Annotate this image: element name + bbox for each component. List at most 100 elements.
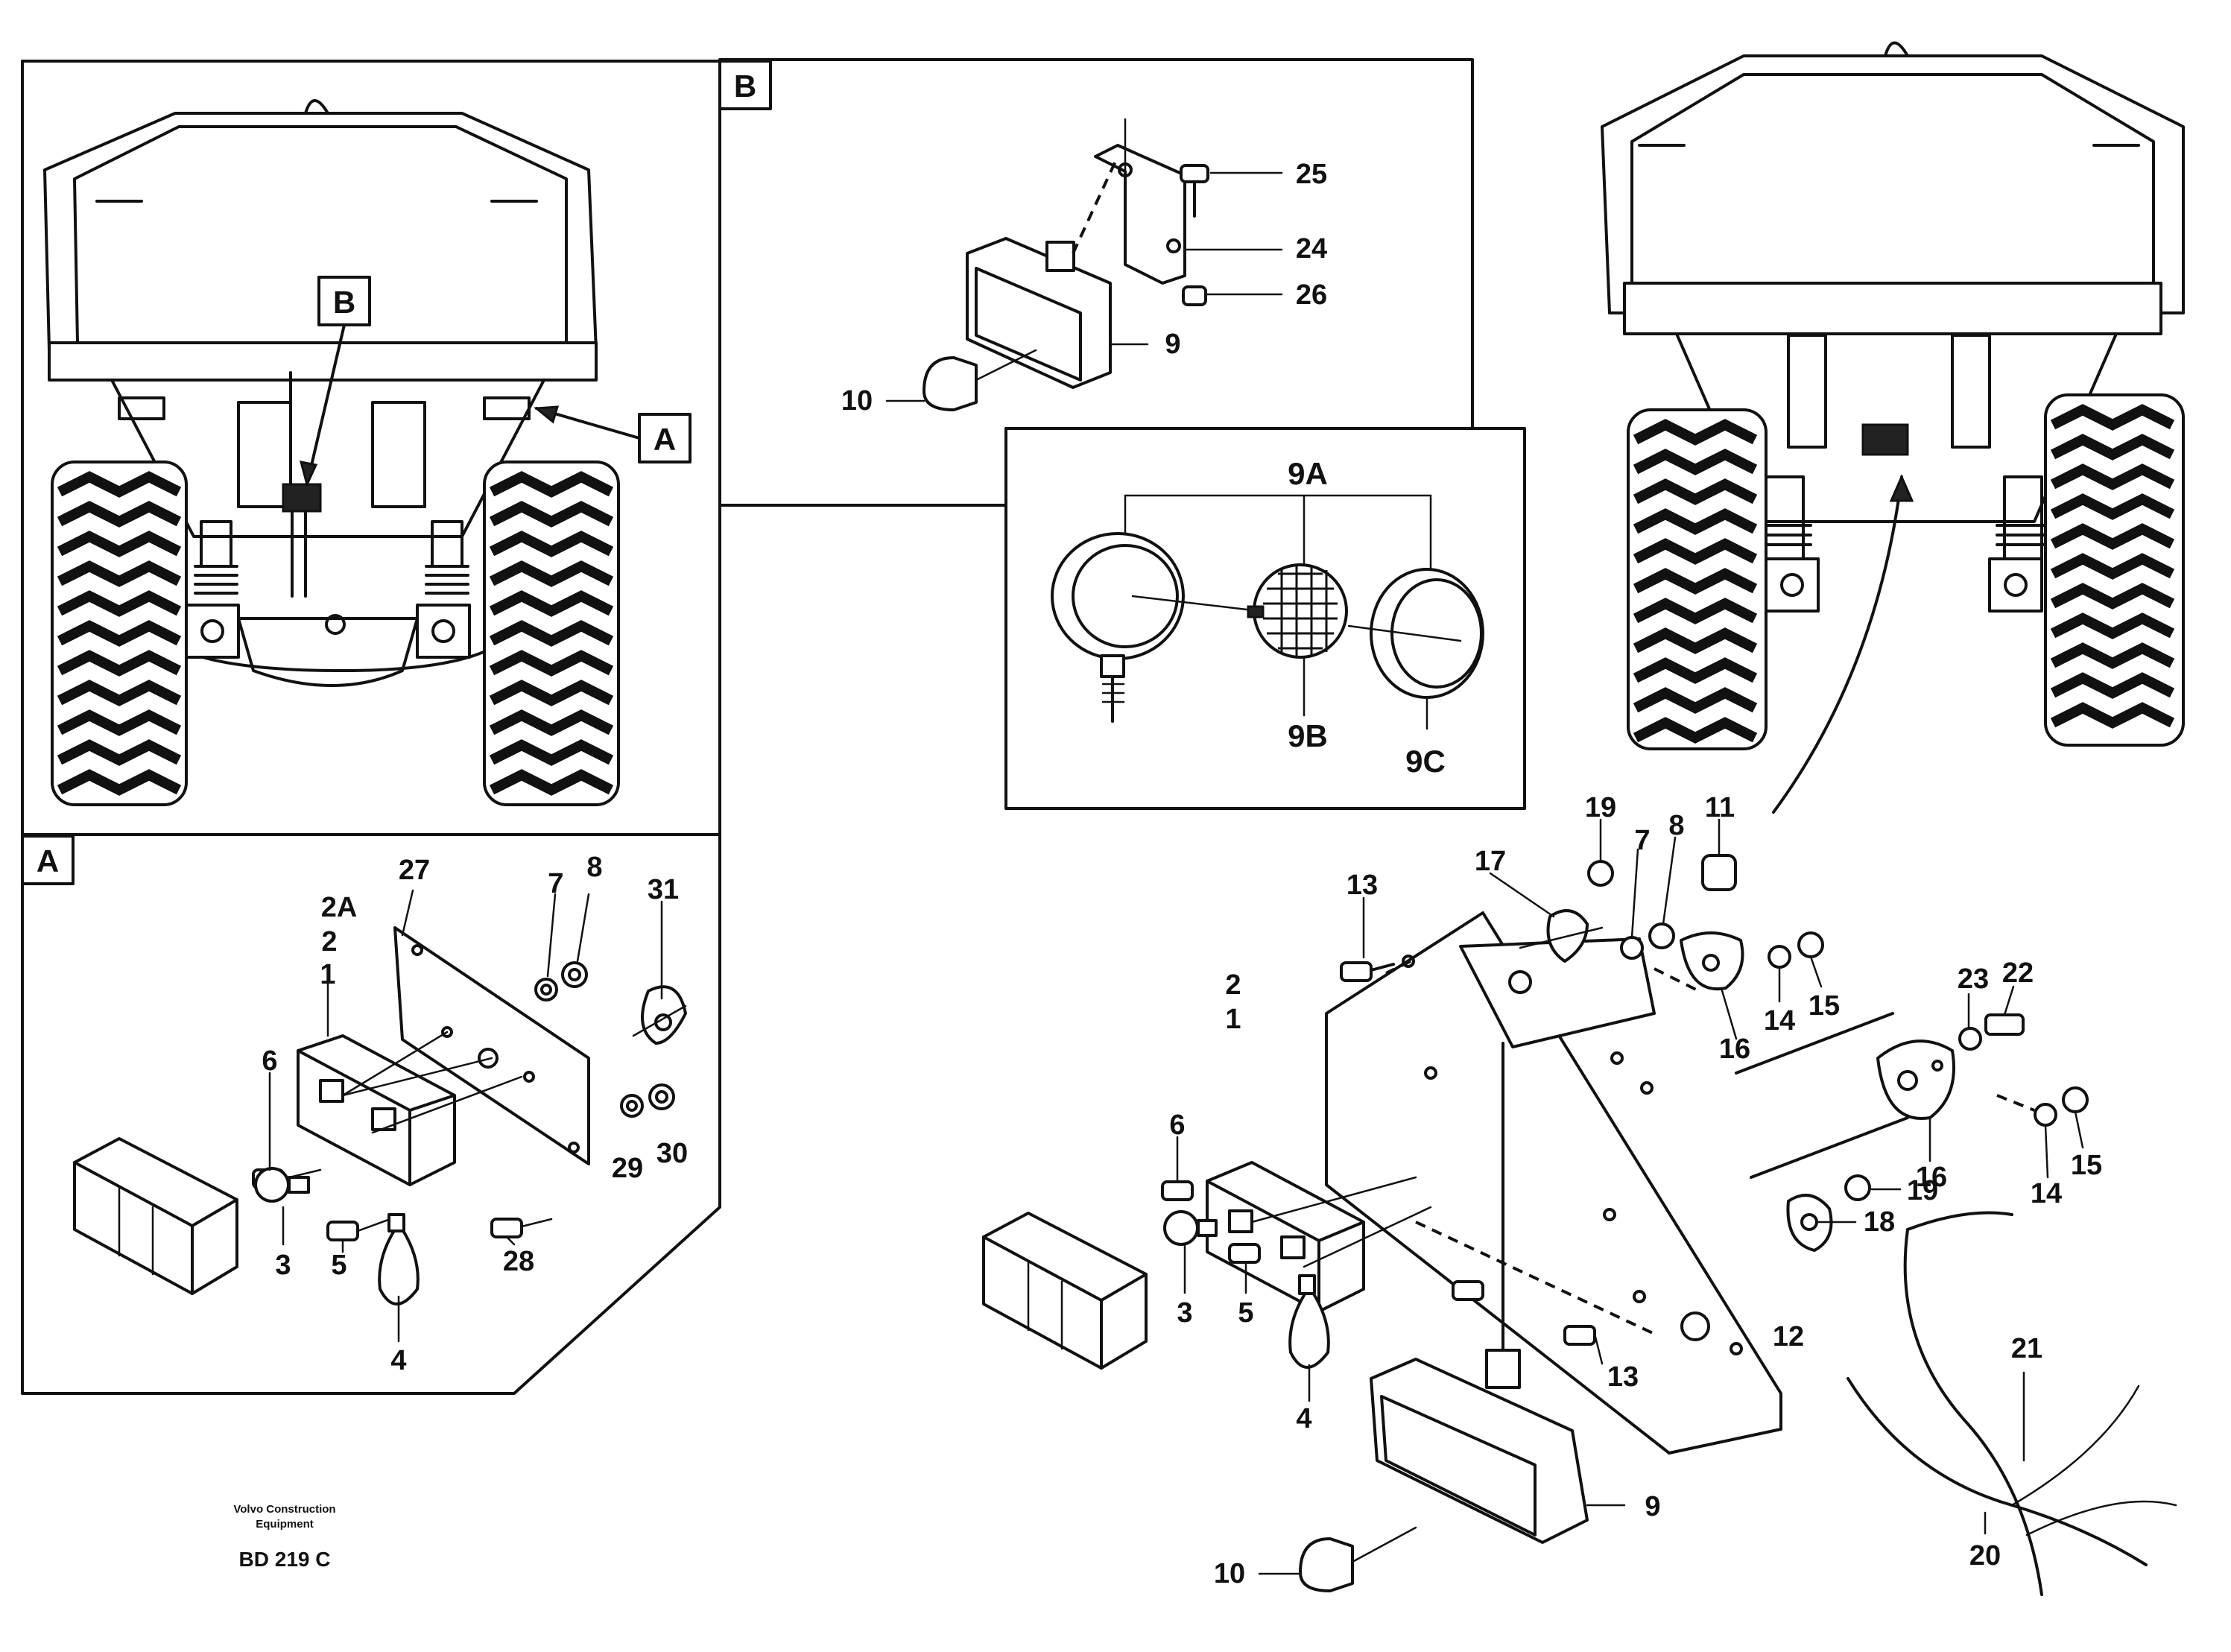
- label-29: 29: [612, 1153, 643, 1184]
- label-11: 11: [1705, 792, 1735, 823]
- bolt-plate-mid: [1452, 1280, 1484, 1301]
- label-12: 12: [1773, 1321, 1804, 1352]
- label-5-main: 5: [1238, 1297, 1253, 1329]
- callout-a-label: A: [654, 422, 676, 457]
- label-9c: 9C: [1405, 744, 1446, 779]
- mounting-plate-12: [1325, 911, 1782, 1455]
- bulb-10-main: [1299, 1537, 1354, 1592]
- label-24: 24: [1296, 233, 1327, 265]
- label-9-b: 9: [1165, 329, 1180, 360]
- label-22: 22: [2002, 958, 2034, 989]
- work-lamp-9-main: [1370, 1358, 1589, 1544]
- footer-block: Volvo Construction Equipment BD 219 C: [233, 1503, 335, 1571]
- label-19-top: 19: [1585, 792, 1616, 823]
- washer-7-main: [1620, 936, 1644, 960]
- label-9a: 9A: [1288, 456, 1328, 491]
- label-4-a: 4: [390, 1345, 406, 1376]
- label-1-a: 1: [320, 959, 335, 990]
- label-16-upper: 16: [1719, 1034, 1750, 1065]
- bulb-3: [254, 1167, 290, 1203]
- mounting-plate-27: [393, 926, 590, 1165]
- panel-a-tag: A: [37, 844, 59, 879]
- bolt-25: [1180, 164, 1209, 183]
- reflector-9a: [1253, 563, 1348, 659]
- label-30: 30: [656, 1138, 688, 1169]
- washer-23: [1958, 1027, 1982, 1051]
- nut-26: [1182, 285, 1207, 306]
- bulb-3-main: [1163, 1210, 1199, 1246]
- nut-8-main: [1648, 922, 1675, 949]
- bracket-24: [1094, 144, 1186, 285]
- label-10-b: 10: [841, 385, 873, 417]
- bolt-13-lower: [1563, 1325, 1596, 1346]
- label-31: 31: [648, 874, 679, 905]
- label-2a-a: 2A: [321, 892, 358, 923]
- label-14-lower: 14: [2031, 1178, 2062, 1209]
- bulb-10-b: [923, 356, 978, 411]
- drawing-code: BD 219 C: [239, 1548, 331, 1571]
- label-5-a: 5: [331, 1250, 346, 1281]
- detail-lamp-breakdown-panel: 9A 9B 9C: [1004, 427, 1526, 810]
- bolt-22: [1984, 1013, 2025, 1036]
- tyre-right: [483, 461, 620, 806]
- rim-9c: [1370, 568, 1484, 699]
- panel-b-tag: B: [734, 69, 756, 104]
- work-lamp-mount-right: [1861, 423, 1909, 456]
- washer-14-upper: [1768, 945, 1791, 969]
- label-7-a: 7: [548, 868, 563, 899]
- tailgate-beam: [48, 341, 598, 382]
- nut-30: [648, 1083, 675, 1110]
- label-3-a: 3: [275, 1250, 291, 1281]
- label-27: 27: [399, 855, 430, 886]
- overview-rear-view-panel: B A: [21, 60, 721, 836]
- tyre-right-view-right: [2044, 393, 2185, 747]
- bulb-4: [378, 1228, 420, 1306]
- label-8-main: 8: [1668, 810, 1684, 841]
- label-15-upper: 15: [1808, 990, 1840, 1022]
- screw-5: [326, 1221, 359, 1241]
- label-10-main: 10: [1214, 1558, 1245, 1589]
- label-16-lower: 16: [1916, 1162, 1947, 1193]
- label-18: 18: [1864, 1206, 1895, 1238]
- bolt-13-top: [1340, 961, 1373, 982]
- label-6-main: 6: [1169, 1110, 1185, 1141]
- screw-28: [490, 1218, 523, 1238]
- flange-16-upper: [1680, 931, 1744, 991]
- detail-a-panel: A: [21, 833, 721, 1395]
- screw-6-main: [1161, 1180, 1194, 1201]
- detail-b-panel: B 25 24 26 9 10: [718, 58, 1474, 507]
- label-7-main: 7: [1634, 825, 1650, 856]
- washer-14-lower: [2034, 1103, 2057, 1127]
- label-2-a: 2: [321, 926, 337, 958]
- label-6-a: 6: [262, 1045, 277, 1077]
- label-9b: 9B: [1288, 718, 1328, 753]
- label-3-main: 3: [1177, 1297, 1192, 1329]
- detail-a-frame: [21, 833, 721, 1395]
- label-28: 28: [503, 1246, 534, 1277]
- callout-b-label: B: [333, 285, 355, 320]
- washer-7: [534, 978, 558, 1001]
- work-lamp-9-b: [966, 237, 1112, 389]
- label-23: 23: [1958, 963, 1989, 995]
- lamp-lens: [73, 1137, 238, 1295]
- tyre-right-view-left: [1627, 408, 1768, 750]
- nut-15-lower: [2062, 1086, 2089, 1113]
- label-13-lower: 13: [1607, 1361, 1639, 1393]
- rear-lamp-right: [483, 396, 531, 420]
- tyre-left: [51, 461, 188, 806]
- label-8-a: 8: [586, 852, 602, 883]
- label-4-main: 4: [1296, 1403, 1311, 1434]
- label-9-main: 9: [1645, 1491, 1660, 1522]
- main-exploded-assembly: 19 11 17 7 8 13 2 1 15 14 16 23 22 6 15 …: [982, 792, 2177, 1596]
- company-line-1: Volvo Construction: [233, 1503, 335, 1516]
- label-1-main: 1: [1225, 1004, 1241, 1035]
- clip-18: [1786, 1194, 1833, 1252]
- label-17: 17: [1475, 846, 1506, 877]
- label-25: 25: [1296, 159, 1327, 190]
- label-15-lower: 15: [2071, 1150, 2102, 1181]
- nut-19-top: [1587, 860, 1614, 887]
- nut-19-lower: [1844, 1174, 1871, 1201]
- label-19-lower: 19: [1907, 1175, 1938, 1206]
